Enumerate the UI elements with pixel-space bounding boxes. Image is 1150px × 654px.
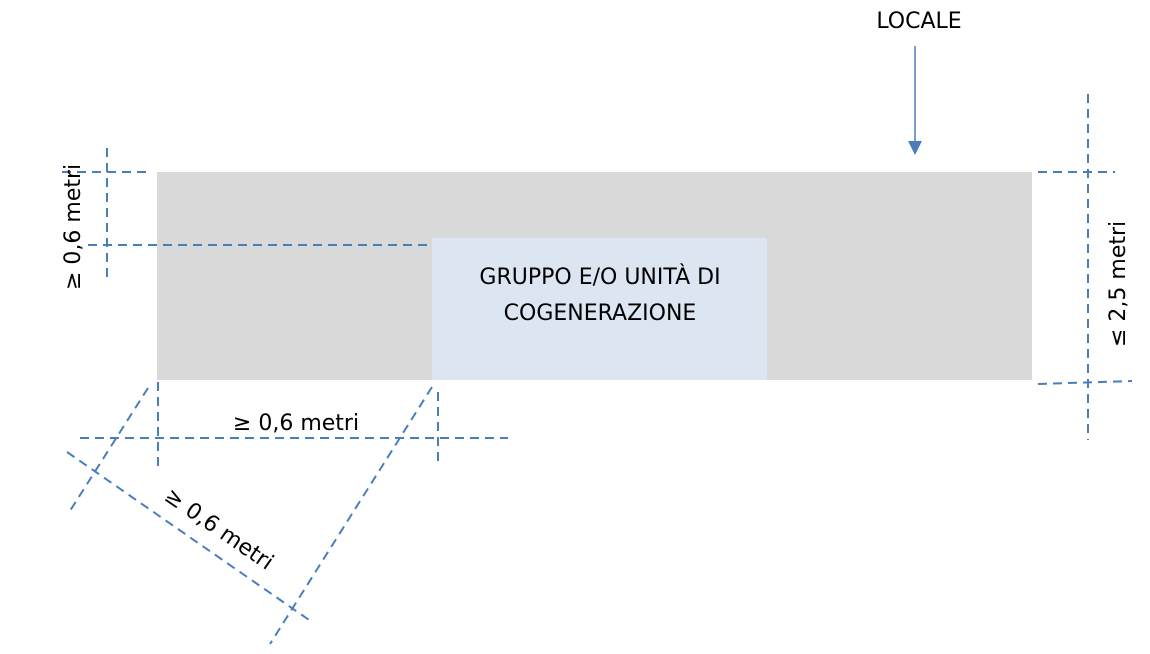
dimension-bottom <box>80 382 508 472</box>
dimension-top-left <box>62 148 428 283</box>
room-label: LOCALE <box>876 9 961 34</box>
dimension-diagonal <box>66 386 433 645</box>
dim-diagonal-label: ≥ 0,6 metri <box>160 483 278 575</box>
room-pointer-arrow-icon <box>908 46 922 155</box>
cogeneration-unit-box <box>432 238 767 380</box>
unit-label-line1: GRUPPO E/O UNITÀ DI <box>479 264 720 290</box>
dim-top-left-label: ≥ 0,6 metri <box>61 164 86 290</box>
unit-label-line2: COGENERAZIONE <box>504 301 697 326</box>
dim-bottom-label: ≥ 0,6 metri <box>233 411 359 436</box>
dimension-right <box>1037 94 1133 440</box>
dim-right-label: ≤ 2,5 metri <box>1106 221 1131 347</box>
